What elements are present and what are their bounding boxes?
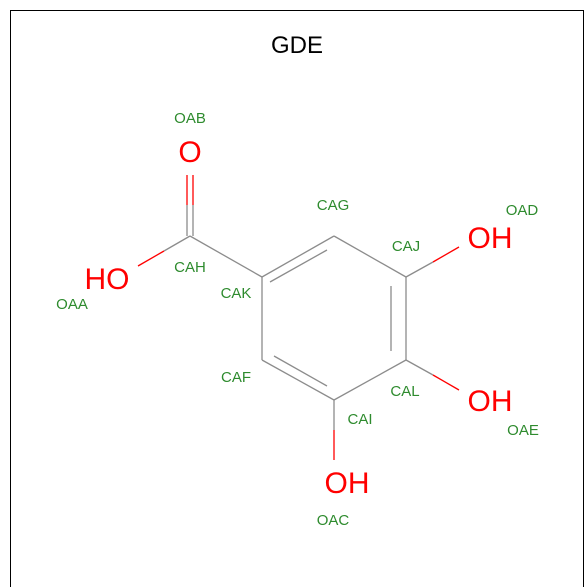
- bond-cah-oaa-b: [137, 250, 165, 267]
- bond-cai-caf: [261, 359, 335, 401]
- bond-cak-cah: [189, 235, 263, 278]
- atom-name-cah: CAH: [174, 259, 206, 276]
- atom-name-cak: CAK: [221, 285, 252, 302]
- bond-inner-cai-caf: [273, 355, 328, 387]
- bond-cag-caj: [333, 235, 407, 278]
- hydroxyl-caj-label: OH: [468, 222, 513, 255]
- atom-name-caj: CAJ: [392, 238, 420, 255]
- bond-caj-oad-a: [405, 261, 434, 278]
- atom-name-oad: OAD: [506, 202, 539, 219]
- oxygen-carbonyl-label: O: [178, 136, 201, 169]
- bond-cah-oaa-a: [163, 235, 191, 252]
- bond-inner-cak-cag: [269, 249, 328, 283]
- atom-name-oab: OAB: [174, 110, 206, 127]
- atom-name-caf: CAF: [221, 369, 251, 386]
- bond-cal-oae-b: [432, 374, 460, 391]
- molecule-title: GDE: [271, 32, 323, 59]
- bond-cal-oae-a: [405, 359, 434, 376]
- diagram-frame: [10, 10, 584, 587]
- atom-name-oac: OAC: [317, 512, 350, 529]
- atom-name-oae: OAE: [507, 422, 539, 439]
- atom-name-oaa: OAA: [56, 296, 88, 313]
- bond-cak-cag: [261, 235, 335, 278]
- atom-name-cag: CAG: [317, 197, 350, 214]
- bonds-oxygen-half: [137, 175, 460, 460]
- bonds: [163, 205, 434, 430]
- hydroxyl-cai-label: OH: [325, 467, 370, 500]
- atom-name-cal: CAL: [390, 383, 419, 400]
- hydroxyl-acid-label: HO: [85, 263, 130, 296]
- hydroxyl-cal-label: OH: [468, 385, 513, 418]
- atom-name-cai: CAI: [347, 411, 372, 428]
- bond-cal-cai: [333, 359, 407, 401]
- bond-caj-oad-b: [432, 246, 460, 263]
